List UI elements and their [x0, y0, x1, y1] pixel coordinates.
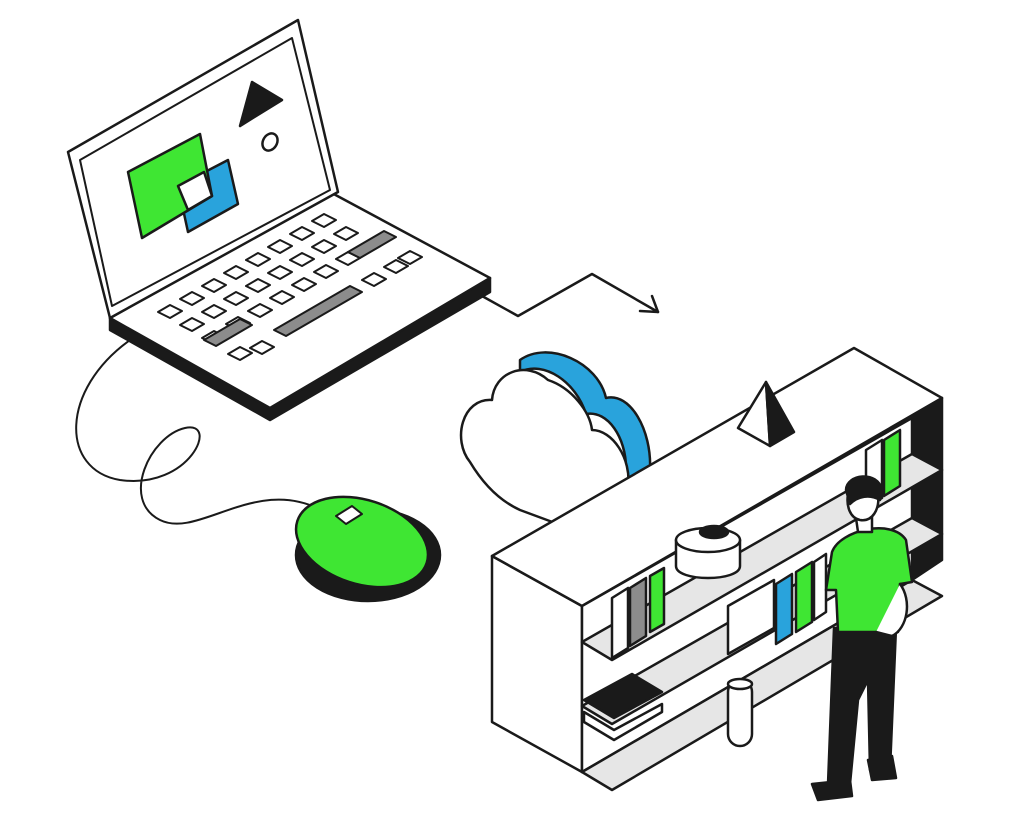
mouse-body	[294, 495, 430, 589]
key	[201, 278, 227, 293]
key	[223, 291, 249, 306]
key	[291, 277, 317, 292]
book-green-2	[794, 560, 814, 634]
laptop-keyboard	[157, 213, 423, 361]
book-stack-top	[582, 672, 664, 720]
key	[249, 340, 275, 355]
person-shoe-right	[866, 754, 898, 782]
person-shoe-left	[810, 778, 854, 802]
key	[245, 278, 271, 293]
key	[313, 264, 339, 279]
mouse-icon	[294, 495, 442, 603]
key	[267, 239, 293, 254]
key	[179, 291, 205, 306]
long-key	[203, 318, 253, 347]
book-green	[648, 566, 666, 634]
key	[311, 213, 337, 228]
long-key	[347, 230, 397, 259]
person-arm	[874, 582, 909, 638]
arrow-head-icon	[638, 294, 660, 314]
key	[223, 265, 249, 280]
key	[179, 317, 205, 332]
box-white	[726, 578, 776, 656]
key	[383, 259, 409, 274]
screen-triangle-icon	[238, 80, 284, 128]
shelf-right-side	[910, 396, 944, 582]
key	[269, 290, 295, 305]
pyramid-dark-side	[764, 380, 796, 448]
laptop-icon	[66, 18, 492, 422]
cylinder-top	[726, 677, 754, 691]
key	[289, 226, 315, 241]
book-stack-base	[582, 702, 664, 742]
key	[289, 252, 315, 267]
screen-overlap	[176, 170, 214, 212]
person-icon	[810, 475, 914, 802]
key	[201, 304, 227, 319]
person-hair	[844, 475, 884, 506]
key	[157, 304, 183, 319]
key	[267, 265, 293, 280]
connector-arrow	[480, 272, 660, 318]
key	[397, 250, 423, 265]
key	[227, 346, 253, 361]
cylinder-icon	[726, 677, 754, 748]
book-grey	[628, 576, 648, 648]
key	[245, 252, 271, 267]
book-blue	[774, 572, 794, 646]
key	[361, 272, 387, 287]
mouse-wheel	[335, 505, 363, 525]
key	[311, 239, 337, 254]
book-green-3	[882, 428, 902, 498]
key	[247, 303, 273, 318]
key	[333, 226, 359, 241]
book-white-2	[812, 552, 828, 622]
jar-inner	[698, 524, 730, 540]
book-white	[610, 586, 630, 660]
spacebar-key	[273, 285, 363, 337]
screen-circle-icon	[261, 132, 279, 152]
mouse-cable	[75, 339, 331, 525]
